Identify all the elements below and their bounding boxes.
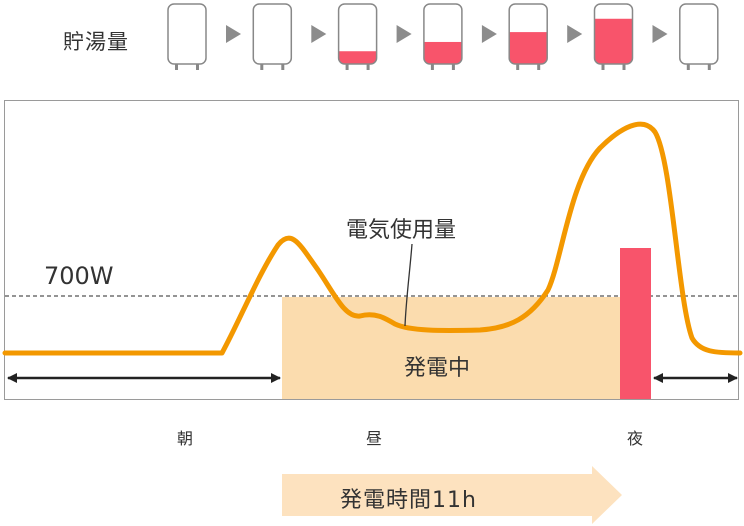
sequence-arrow-icon <box>311 25 327 43</box>
generation-duration-arrow <box>282 466 622 524</box>
water-tank-fill <box>594 18 633 64</box>
sequence-arrow-icon <box>396 25 412 43</box>
time-label-morning: 朝 <box>177 429 194 448</box>
water-tank-2 <box>252 3 293 70</box>
usage-label: 電気使用量 <box>346 218 457 243</box>
power-usage-panel <box>4 100 739 400</box>
water-tank-fill <box>423 41 462 64</box>
water-tank-6 <box>593 3 634 70</box>
usage-curve <box>2 121 743 356</box>
water-tank-1 <box>167 3 207 70</box>
sequence-arrow-icon <box>481 25 497 43</box>
hot-water-tank-sequence <box>167 3 719 70</box>
time-label-night: 夜 <box>627 429 644 448</box>
threshold-label: 700W <box>44 262 114 290</box>
night-usage-bar <box>620 248 651 399</box>
hot-water-storage-label: 貯湯量 <box>63 30 129 54</box>
generation-duration-label: 発電時間11h <box>340 488 477 513</box>
sequence-arrow-icon <box>226 25 241 43</box>
water-tank-fill <box>509 32 548 64</box>
time-label-noon: 昼 <box>366 429 383 448</box>
sequence-arrow-icon <box>652 25 668 43</box>
generation-area <box>282 297 622 399</box>
sequence-arrow-icon <box>567 25 583 43</box>
generating-label: 発電中 <box>404 356 471 381</box>
water-tank-3 <box>337 3 378 70</box>
water-tank-fill <box>338 51 377 64</box>
water-tank-4 <box>423 3 463 70</box>
water-tank-5 <box>508 3 548 70</box>
usage-label-pointer <box>404 243 413 327</box>
water-tank-7 <box>679 3 719 70</box>
